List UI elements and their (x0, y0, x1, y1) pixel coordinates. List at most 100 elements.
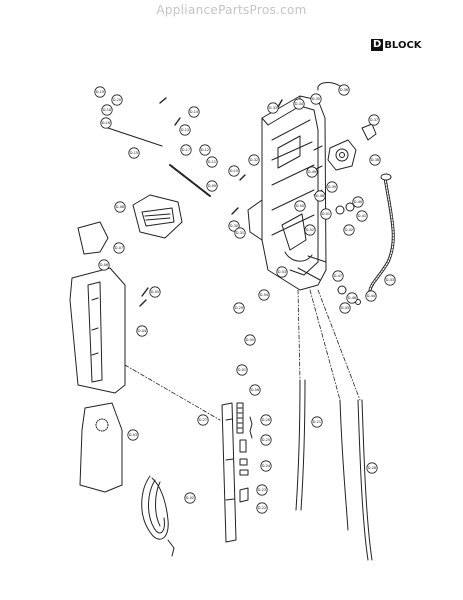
callout-text: D-31 (236, 231, 244, 235)
callout-d-33: D-33 (267, 102, 279, 114)
spring-rod (169, 164, 211, 197)
callout-d-09: D-09 (206, 180, 218, 192)
callout-text: D-01 (238, 368, 246, 372)
callout-d-52: D-52 (304, 224, 316, 236)
callout-text: D-24 (262, 464, 270, 468)
callout-text: D-13 (181, 128, 189, 132)
callout-d-34: D-34 (293, 98, 305, 110)
callout-text: D-55 (246, 338, 254, 342)
block-label: D BLOCK (371, 39, 422, 51)
callout-d-06: D-06 (98, 259, 110, 271)
callout-text: D-32 (250, 158, 258, 162)
callout-text: D-04 (138, 329, 146, 333)
callout-text: D-09 (208, 184, 216, 188)
callout-text: D-45 (341, 306, 349, 310)
filter-cover (132, 194, 183, 239)
callout-d-08: D-08 (114, 201, 126, 213)
callout-text: D-44 (367, 294, 375, 298)
callout-text: D-36 (340, 88, 348, 92)
callout-d-07: D-07 (113, 242, 125, 254)
callout-text: D-52 (306, 228, 314, 232)
callout-d-39: D-39 (326, 181, 338, 193)
screws (139, 97, 283, 307)
callout-text: D-08 (116, 205, 124, 209)
callout-text: D-27 (199, 418, 207, 422)
callout-text: D-40 (354, 200, 362, 204)
callout-text: D-26 (262, 418, 270, 422)
callout-d-11: D-11 (206, 156, 218, 168)
callout-text: D-19 (96, 90, 104, 94)
callout-text: D-48 (316, 194, 324, 198)
callout-d-03: D-03 (127, 429, 139, 441)
callout-d-19: D-19 (94, 86, 106, 98)
watermark-text: AppliancePartsPros.com (156, 3, 307, 17)
callout-text: D-47 (334, 274, 342, 278)
callout-d-41: D-41 (356, 210, 368, 222)
callout-d-23: D-23 (256, 484, 268, 496)
filter-flap (77, 221, 109, 255)
callout-d-38: D-38 (369, 154, 381, 166)
callout-d-56: D-56 (249, 384, 261, 396)
callout-text: D-05 (151, 290, 159, 294)
callout-d-13: D-13 (179, 124, 191, 136)
callout-d-36: D-36 (338, 84, 350, 96)
callout-d-26: D-26 (260, 414, 272, 426)
callout-text: D-39 (328, 185, 336, 189)
callout-text: D-22 (258, 506, 266, 510)
callout-d-25: D-25 (260, 434, 272, 446)
callout-text: D-35 (312, 97, 320, 101)
callout-text: D-02 (186, 496, 194, 500)
callout-text: D-29 (235, 306, 243, 310)
callout-text: D-25 (262, 438, 270, 442)
leader-lines (124, 289, 361, 421)
callout-text: D-21 (313, 420, 321, 424)
callout-text: D-38 (371, 158, 379, 162)
callout-d-18: D-18 (101, 104, 113, 116)
callout-d-47: D-47 (332, 270, 344, 282)
callout-d-49: D-49 (306, 166, 318, 178)
callout-text: D-54 (260, 293, 268, 297)
power-cord (141, 475, 175, 557)
handle-tube (221, 402, 237, 543)
callout-d-27: D-27 (197, 414, 209, 426)
callout-text: D-18 (103, 108, 111, 112)
flex-hose (368, 173, 395, 292)
callout-d-22: D-22 (256, 502, 268, 514)
front-panel (69, 267, 126, 394)
callout-d-29: D-29 (233, 302, 245, 314)
callout-text: D-56 (251, 388, 259, 392)
callout-text: D-10 (230, 169, 238, 173)
callout-d-37: D-37 (368, 114, 380, 126)
block-label-text: BLOCK (384, 39, 422, 51)
main-housing (247, 95, 327, 291)
callout-text: D-12 (201, 148, 209, 152)
callout-text: D-28 (368, 466, 376, 470)
callout-text: D-51 (322, 212, 330, 216)
callout-d-15: D-15 (128, 147, 140, 159)
callout-d-46: D-46 (346, 292, 358, 304)
callout-d-43: D-43 (384, 274, 396, 286)
callout-text: D-15 (130, 151, 138, 155)
long-rod (107, 127, 163, 147)
callout-d-53: D-53 (276, 266, 288, 278)
callout-d-01: D-01 (236, 364, 248, 376)
motor-coupling (327, 123, 377, 171)
callout-text: D-53 (278, 270, 286, 274)
callout-d-02: D-02 (184, 492, 196, 504)
callout-text: D-16 (102, 121, 110, 125)
callout-d-16: D-16 (100, 117, 112, 129)
callout-d-35: D-35 (310, 93, 322, 105)
long-cords (295, 379, 373, 561)
callout-d-10: D-10 (228, 165, 240, 177)
callout-text: D-42 (345, 228, 353, 232)
block-letter-box: D (371, 39, 384, 51)
callout-text: D-46 (348, 296, 356, 300)
callout-d-32: D-32 (248, 154, 260, 166)
callout-d-20: D-20 (111, 94, 123, 106)
rear-plate (79, 402, 123, 493)
callout-d-51: D-51 (320, 208, 332, 220)
callout-d-04: D-04 (136, 325, 148, 337)
callout-d-44: D-44 (365, 290, 377, 302)
